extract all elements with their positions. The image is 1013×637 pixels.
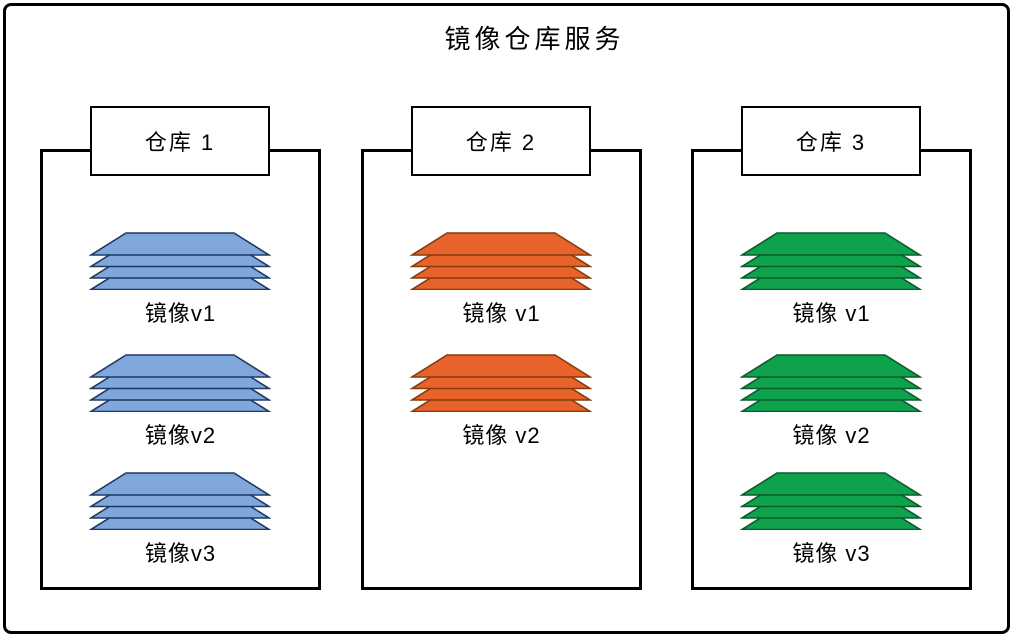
repo3-image-v2-stack-icon	[740, 354, 922, 412]
repo3-image-v3-label: 镜像 v3	[792, 541, 871, 566]
repo3-image-v2-label: 镜像 v2	[792, 423, 871, 448]
repo1-image-v3-stack-icon	[89, 472, 271, 530]
repo3-label-box: 仓库 3	[741, 106, 921, 176]
repo1-label-box: 仓库 1	[90, 106, 270, 176]
repo2-container	[361, 149, 642, 590]
repo1-image-v1-stack-icon	[89, 232, 271, 290]
diagram-title: 镜像仓库服务	[444, 24, 625, 54]
repo3-image-v1-stack-icon	[740, 232, 922, 290]
repo3-label: 仓库 3	[795, 130, 867, 155]
repo3-image-v3-stack-icon	[740, 472, 922, 530]
repo2-image-v2-stack-icon	[410, 354, 592, 412]
repo2-image-v2-label: 镜像 v2	[462, 423, 541, 448]
repo1-image-v1-label: 镜像v1	[144, 301, 217, 326]
repo2-label-box: 仓库 2	[411, 106, 591, 176]
repo1-label: 仓库 1	[144, 130, 216, 155]
repo2-label: 仓库 2	[465, 130, 537, 155]
repo1-image-v2-label: 镜像v2	[144, 423, 217, 448]
repo1-image-v2-stack-icon	[89, 354, 271, 412]
repo2-image-v1-label: 镜像 v1	[462, 301, 541, 326]
repo1-image-v3-label: 镜像v3	[144, 541, 217, 566]
repo2-image-v1-stack-icon	[410, 232, 592, 290]
repo3-image-v1-label: 镜像 v1	[792, 301, 871, 326]
